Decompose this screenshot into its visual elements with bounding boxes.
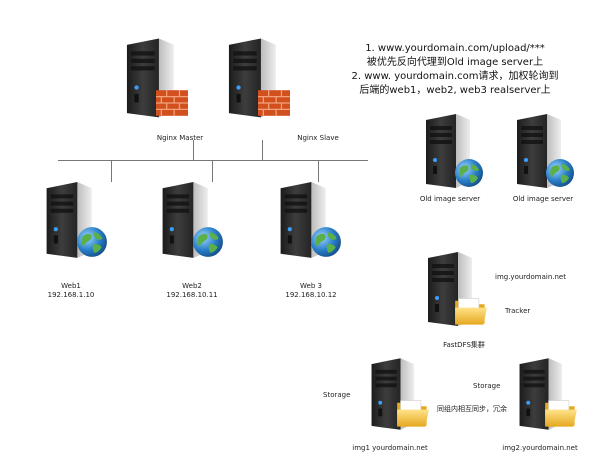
note-line-1: 1. www.yourdomain.com/upload/***: [365, 43, 545, 54]
nginx-slave-label: Nginx Slave: [297, 134, 339, 142]
master-connector: [193, 140, 194, 160]
web1-connector: [111, 160, 112, 182]
web3-server: [280, 182, 341, 258]
web1-ip: 192.168.1.10: [47, 291, 95, 299]
firewall-icon: [156, 90, 188, 116]
storage-sync-note: 同组内相互同步，冗余: [437, 405, 507, 413]
fastdfs-tracker-server: [428, 252, 488, 326]
web3-name: Web 3: [300, 282, 322, 290]
web2-name: Web2: [182, 282, 202, 290]
folder-icon: [544, 399, 578, 428]
old-image-server-1-label: Old image server: [419, 195, 481, 203]
nginx-slave-server: [228, 38, 290, 118]
fastdfs-cluster-label: FastDFS集群: [443, 341, 485, 349]
globe-icon: [77, 227, 107, 257]
web2-server: [162, 182, 223, 258]
globe-icon: [455, 159, 483, 187]
routing-notes: 1. www.yourdomain.com/upload/*** 被优先反向代理…: [340, 42, 570, 98]
firewall-icon: [258, 90, 290, 116]
old-image-server-2: [517, 114, 574, 188]
old-image-server-2-label: Old image server: [512, 195, 574, 203]
tracker-domain: img.yourdomain.net: [495, 273, 566, 281]
storage-right-server: [519, 358, 578, 430]
slave-connector: [262, 140, 263, 160]
globe-icon: [311, 227, 341, 257]
network-bus-line: [58, 160, 368, 161]
storage-left-role: Storage: [323, 391, 351, 399]
storage-left-name: img1 yourdomain.net: [352, 444, 428, 452]
folder-icon: [396, 399, 430, 428]
globe-icon: [546, 159, 574, 187]
storage-right-name: img2.yourdomain.net: [502, 444, 578, 452]
storage-right-role: Storage: [473, 382, 501, 390]
web3-ip: 192.168.10.12: [285, 291, 337, 299]
old-image-server-1: [426, 114, 483, 188]
note-line-3: 2. www. yourdomain.com请求，加权轮询到: [351, 71, 559, 82]
note-line-4: 后端的web1，web2, web3 realserver上: [359, 85, 551, 96]
note-line-2: 被优先反向代理到Old image server上: [366, 57, 544, 68]
web2-connector: [212, 160, 213, 182]
tracker-role: Tracker: [505, 307, 531, 315]
nginx-master-label: Nginx Master: [156, 134, 204, 142]
globe-icon: [193, 227, 223, 257]
web3-connector: [318, 160, 319, 182]
nginx-master-server: [126, 38, 188, 118]
web1-server: [46, 182, 107, 258]
storage-left-server: [371, 358, 430, 430]
web2-ip: 192.168.10.11: [166, 291, 218, 299]
folder-icon: [454, 297, 488, 326]
web1-name: Web1: [61, 282, 81, 290]
